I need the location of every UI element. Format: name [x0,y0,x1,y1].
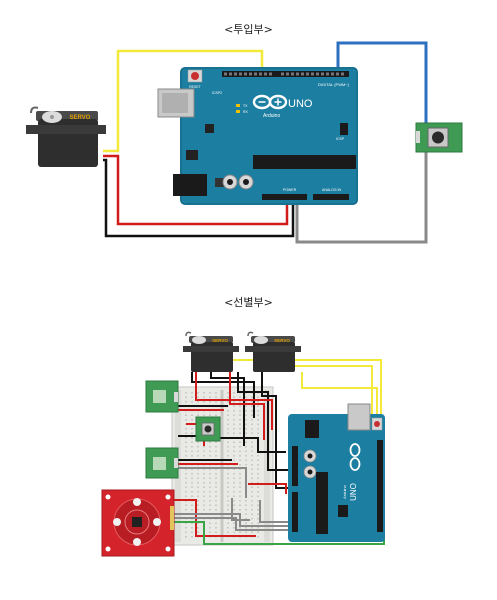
svg-text:SERVO: SERVO [274,338,290,343]
svg-text:Arduino: Arduino [342,484,347,499]
svg-text:ICSP2: ICSP2 [212,91,222,95]
arduino-uno-bottom: UNO Arduino [288,403,385,542]
sorting-section-diagram: SERVO SERVO [101,331,385,557]
arduino-uno-top: RESET DIGITAL (PWM~) ICSP2 [157,67,358,205]
uno-label: UNO [288,98,313,110]
servo-label: SERVO [70,115,91,121]
svg-text:DIGITAL (PWM~): DIGITAL (PWM~) [318,82,350,87]
wire-red-top [103,154,289,226]
svg-text:RESET: RESET [189,85,202,89]
svg-text:POWER: POWER [283,188,297,192]
color-sensor-board [101,489,175,557]
servo-motor-top: SERVO [26,106,106,167]
servo-motor-right: SERVO [245,331,301,372]
servo-motor-left: SERVO [183,331,239,372]
svg-text:ANALOG IN: ANALOG IN [322,188,342,192]
push-button-module-bottom [195,416,221,442]
svg-text:RX: RX [243,110,249,114]
wire-yellow-top [103,49,264,153]
caption-input-section: <투입부> [224,23,273,36]
arduino-label: Arduino [263,113,280,119]
svg-text:UNO: UNO [349,483,358,501]
wire-gray-top [295,152,428,244]
svg-text:TX: TX [243,104,248,108]
wire-black-top [103,158,295,238]
arduino-infinity-logo [252,94,288,110]
arduino-logo-rotated [349,443,361,471]
svg-text:ICSP: ICSP [336,137,345,141]
wire-blue-top [336,41,428,123]
push-button-module-top [415,122,463,153]
caption-sorting-section: <선별부> [224,296,273,309]
ir-sensor-module-lower [145,447,179,479]
svg-text:SERVO: SERVO [212,338,228,343]
ir-sensor-module-upper [145,380,179,413]
input-section-diagram: SERVO RESET [26,41,463,244]
